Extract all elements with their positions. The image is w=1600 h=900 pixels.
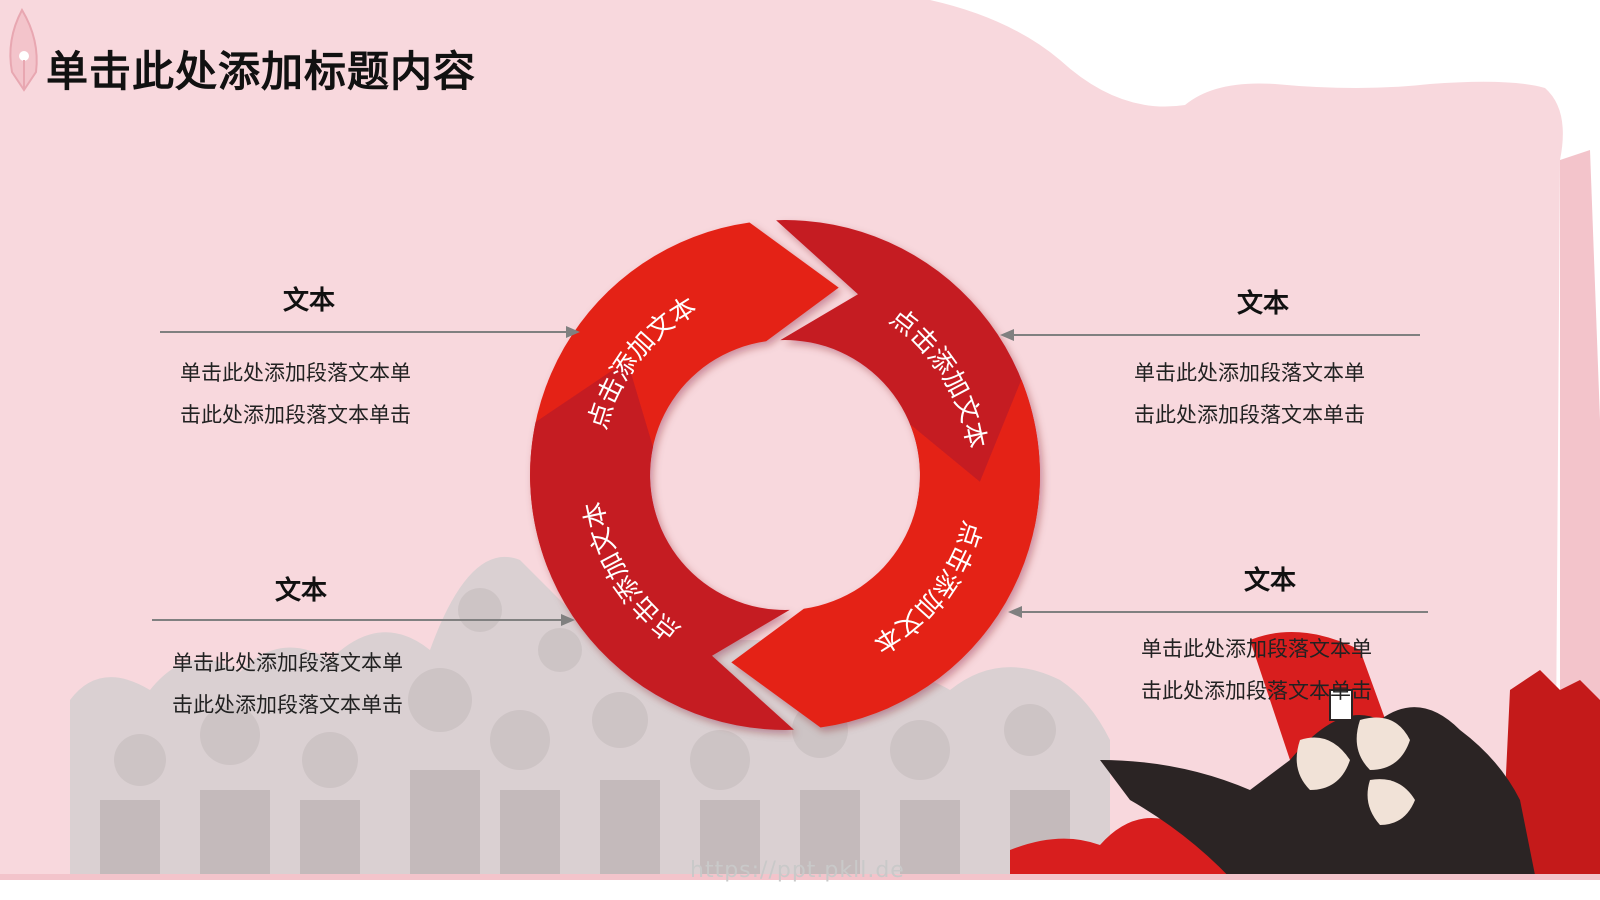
callout-text-bottom-left[interactable]: 单击此处添加段落文本单 击此处添加段落文本单击 [172,642,403,726]
callout-heading-top-right[interactable]: 文本 [1236,289,1290,319]
callout-heading-bottom-left[interactable]: 文本 [274,576,328,606]
callout-text-bottom-right[interactable]: 单击此处添加段落文本单 击此处添加段落文本单击 [1141,628,1372,712]
page-title[interactable]: 单击此处添加标题内容 [46,47,477,96]
callout-line: 击此处添加段落文本单击 [180,403,411,427]
crowd-illustration [70,556,1110,880]
pen-nib-icon [9,7,38,92]
red-flag-icon [1010,632,1600,900]
callout-line: 击此处添加段落文本单击 [1134,403,1365,427]
callout-line: 击此处添加段落文本单击 [1141,679,1372,703]
callout-line: 单击此处添加段落文本单 [1141,637,1372,661]
callout-heading-top-left[interactable]: 文本 [282,286,336,316]
callout-line: 单击此处添加段落文本单 [180,361,411,385]
callout-text-top-right[interactable]: 单击此处添加段落文本单 击此处添加段落文本单击 [1134,352,1365,436]
cycle-segment-1[interactable] [530,222,839,571]
callout-line: 单击此处添加段落文本单 [1134,361,1365,385]
cycle-segment-3[interactable] [731,379,1040,728]
watermark-text: https://ppt.pkll.de [690,858,905,883]
callout-line: 单击此处添加段落文本单 [172,651,403,675]
callout-line: 击此处添加段落文本单击 [172,693,403,717]
callout-heading-bottom-right[interactable]: 文本 [1243,566,1297,596]
cycle-segment-4[interactable] [530,360,794,730]
callout-text-top-left[interactable]: 单击此处添加段落文本单 击此处添加段落文本单击 [180,352,411,436]
